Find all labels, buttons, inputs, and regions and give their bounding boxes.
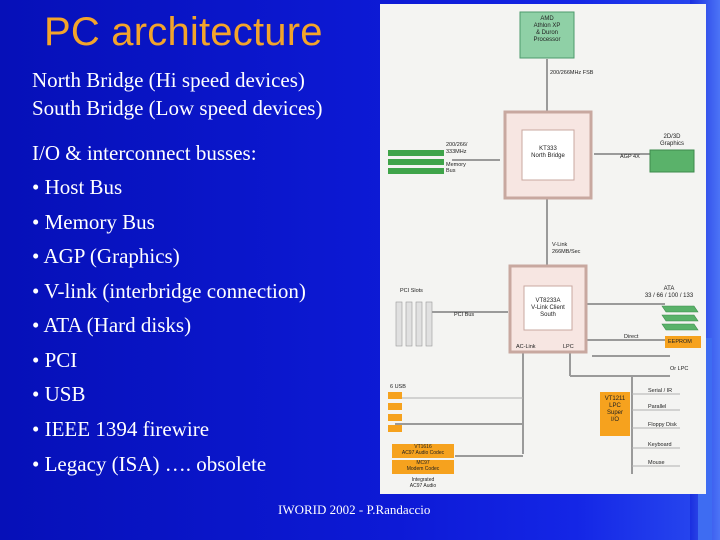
bullet-pci: • PCI: [32, 348, 78, 372]
slide-title: PC architecture: [44, 10, 323, 54]
architecture-diagram: AMD Athlon XP & Duron Processor 200/266M…: [380, 4, 706, 494]
bullet-memory-bus: • Memory Bus: [32, 210, 155, 234]
modem-codec-chip: MC97 Modem Codec: [406, 460, 440, 472]
northbridge-chip: KT333 North Bridge: [531, 146, 565, 159]
integrated-audio-label: Integrated AC97 Audio: [409, 477, 437, 489]
bullet-agp: • AGP (Graphics): [32, 244, 180, 268]
usb-label: 6 USB: [390, 384, 406, 390]
ata-label: ATA 33 / 66 / 100 / 133: [644, 286, 694, 299]
intro-line-south: South Bridge (Low speed devices): [32, 96, 323, 120]
bullet-vlink: • V-link (interbridge connection): [32, 279, 306, 303]
diagram-graphics: [388, 11, 701, 474]
graphics-label: 2D/3D Graphics: [659, 134, 684, 147]
southbridge-chip: VT8233A V-Link Client South: [531, 298, 565, 318]
slide-footer: IWORID 2002 - P.Randaccio: [278, 502, 431, 517]
cpu-chip: AMD Athlon XP & Duron Processor: [533, 16, 561, 43]
bullet-firewire: • IEEE 1394 firewire: [32, 417, 210, 441]
fsb-label: 200/266MHz FSB: [550, 70, 594, 76]
mouse-label: Mouse: [648, 460, 665, 466]
audio-codec-chip: VT1616 AC97 Audio Codec: [401, 444, 445, 456]
parallel-label: Parallel: [648, 404, 667, 410]
direct-label: Direct: [624, 334, 639, 340]
ac-link-label: AC-Link: [516, 344, 536, 350]
intro-line-north: North Bridge (Hi speed devices): [32, 68, 305, 92]
memory-bus-label: 200/266/ 333MHz Memory Bus: [446, 142, 468, 174]
or-lpc-label: Or LPC: [670, 366, 689, 372]
floppy-label: Floppy Disk: [648, 422, 677, 428]
bullet-legacy-isa: • Legacy (ISA) …. obsolete: [32, 452, 267, 476]
agp-label: AGP 4X: [620, 154, 640, 160]
keyboard-label: Keyboard: [648, 442, 672, 448]
pci-bus-label: PCI Bus: [454, 312, 475, 318]
bullet-ata: • ATA (Hard disks): [32, 313, 192, 337]
eeprom-label: EEPROM: [668, 339, 692, 345]
bullet-usb: • USB: [32, 382, 86, 406]
vlink-label: V-Link 266MB/Sec: [552, 242, 581, 255]
pci-slots-label: PCI Slots: [400, 288, 423, 294]
super-io-chip: VT1211 LPC Super I/O: [604, 396, 626, 423]
bullet-host-bus: • Host Bus: [32, 175, 123, 199]
bus-heading: I/O & interconnect busses:: [32, 141, 257, 165]
serial-label: Serial / IR: [648, 388, 673, 394]
lpc-label: LPC: [563, 344, 574, 350]
